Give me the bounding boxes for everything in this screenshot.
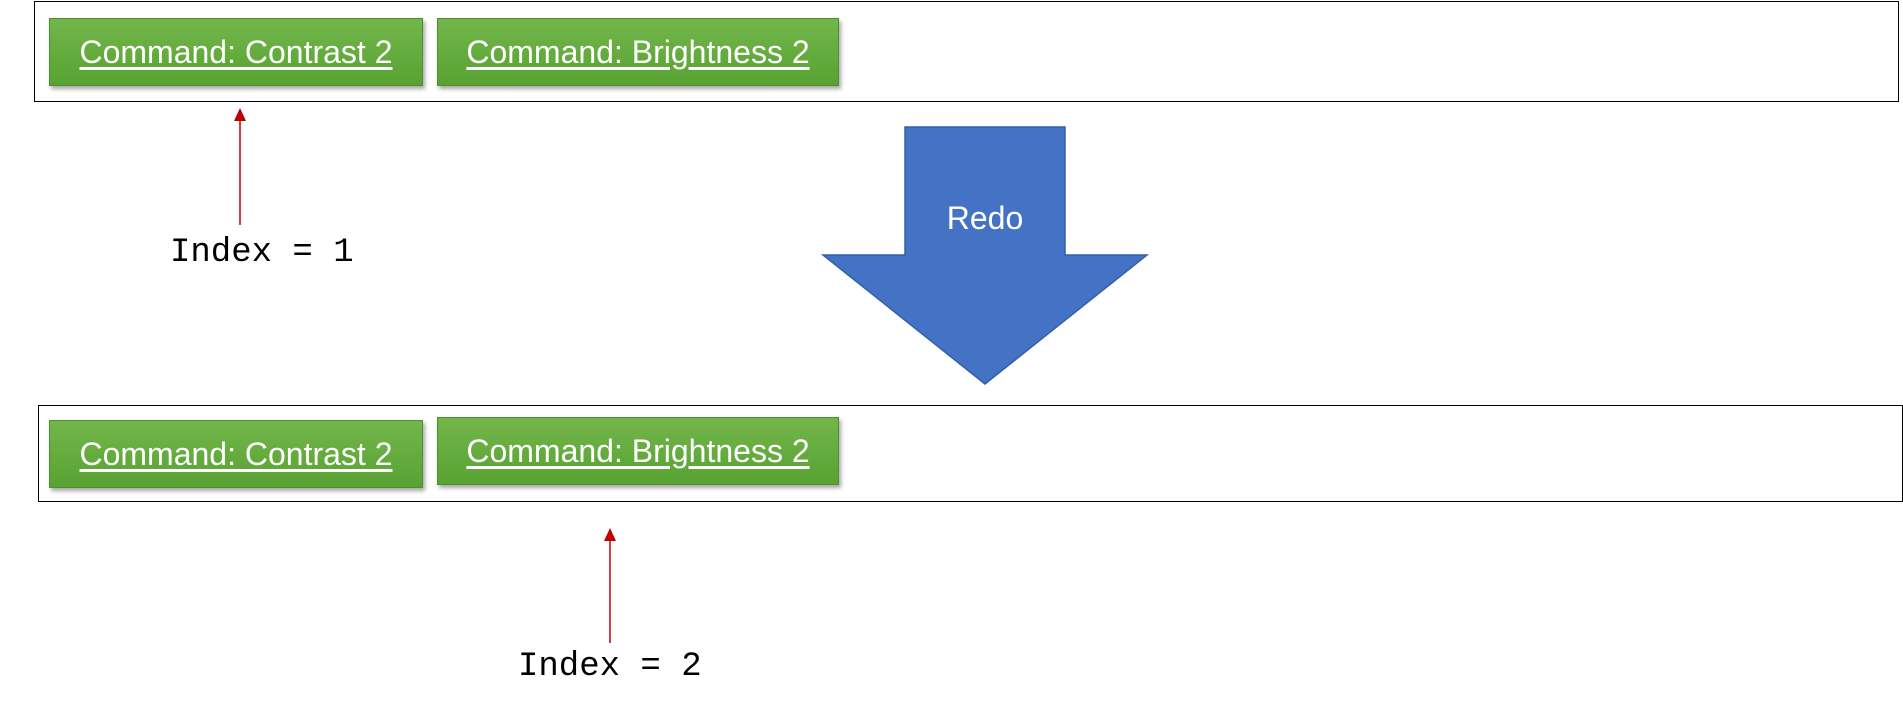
index-label-after: Index = 2 [518,648,702,686]
command-brightness-2-before[interactable]: Command: Brightness 2 [437,18,839,86]
command-contrast-2-before[interactable]: Command: Contrast 2 [49,18,423,86]
redo-label: Redo [946,200,1024,236]
index-pointer-before-head [234,108,246,121]
redo-arrow [820,126,1150,385]
command-contrast-2-after[interactable]: Command: Contrast 2 [49,420,423,488]
index-pointer-after-head [604,528,616,541]
index-label-before: Index = 1 [170,234,354,272]
command-brightness-2-after[interactable]: Command: Brightness 2 [437,417,839,485]
